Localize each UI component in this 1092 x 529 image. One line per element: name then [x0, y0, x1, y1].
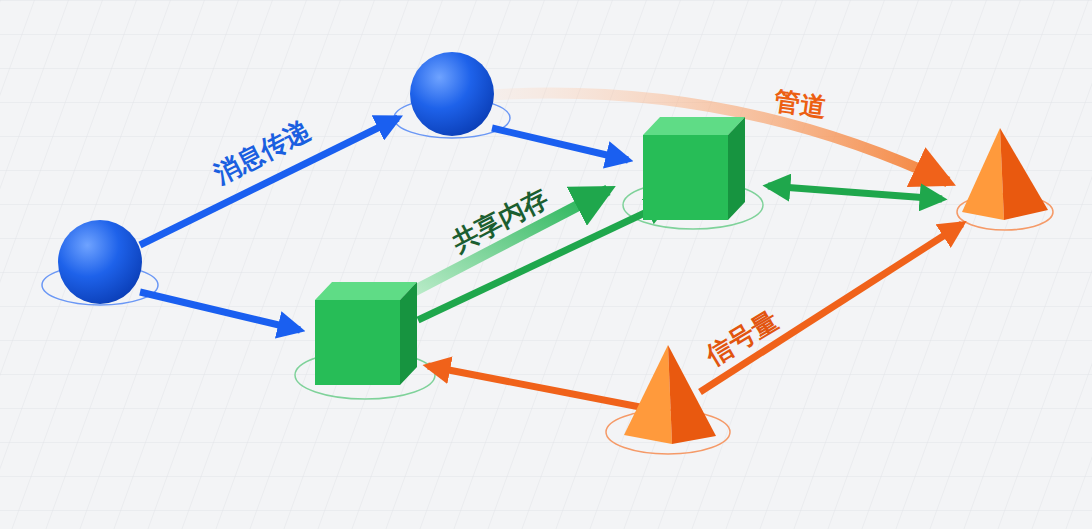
cone [624, 345, 716, 444]
cube [315, 282, 417, 385]
cube [643, 117, 745, 220]
cone [962, 128, 1048, 220]
arrow-label: 管道 [772, 86, 827, 122]
